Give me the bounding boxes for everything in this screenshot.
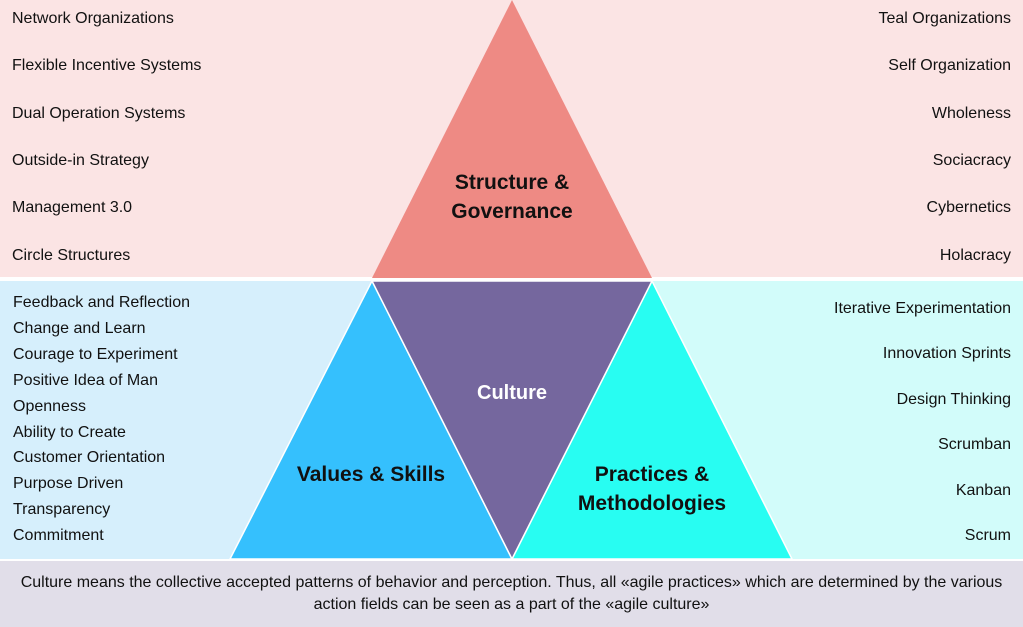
culture-title: Culture (477, 382, 547, 404)
structure-title-line2: Governance (451, 200, 573, 223)
footer-note: Culture means the collective accepted pa… (0, 561, 1023, 627)
culture-triangle (370, 280, 654, 561)
values-title: Values & Skills (296, 463, 446, 486)
practices-title-line1: Practices & (594, 463, 710, 486)
practices-title-line2: Methodologies (577, 492, 727, 515)
structure-title-line1: Structure & (454, 171, 570, 194)
structure-triangle (372, 0, 652, 278)
structure-title: Structure & Governance (412, 168, 612, 226)
practices-title: Practices & Methodologies (552, 460, 752, 518)
